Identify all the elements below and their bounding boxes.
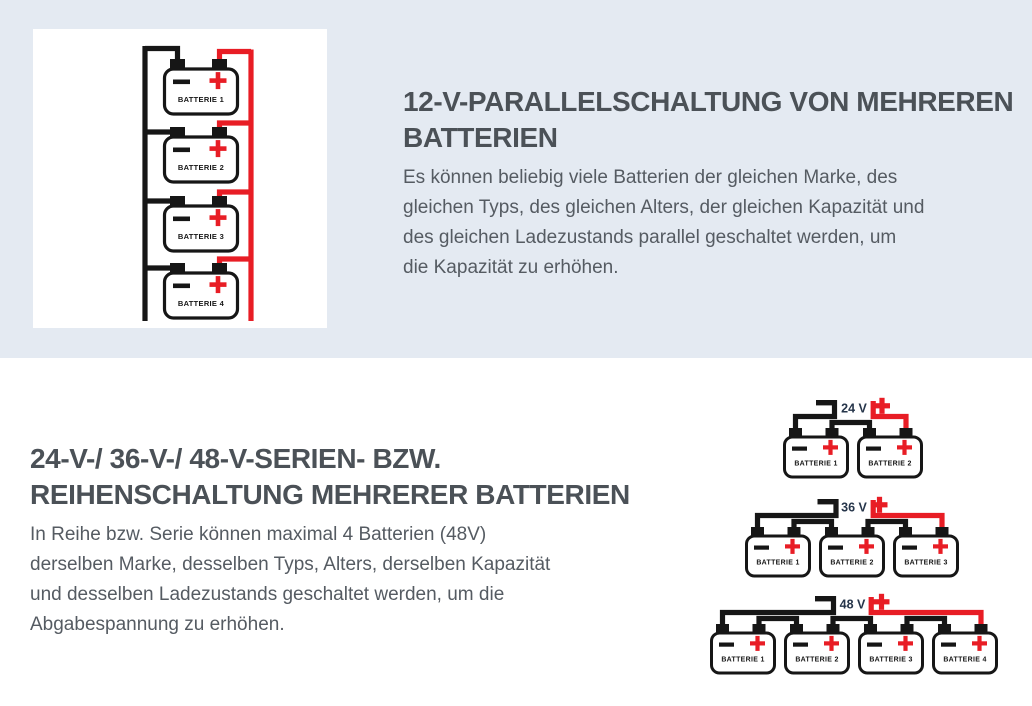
battery-label: BATTERIE 1 [178, 95, 224, 104]
battery [745, 525, 811, 578]
voltage-label: 48 V [840, 598, 866, 612]
battery-label: BATTERIE 2 [830, 560, 873, 567]
minus-icon [817, 499, 834, 505]
battery [819, 525, 885, 578]
series-body-line: und desselben Ladezustands geschaltet we… [30, 584, 505, 605]
series-text-block: 24-V-/ 36-V-/ 48-V-SERIEN- BZW. REIHENSC… [30, 441, 630, 640]
battery [162, 57, 240, 116]
battery [162, 261, 240, 320]
battery-label: BATTERIE 3 [904, 560, 947, 567]
minus-icon [816, 400, 832, 406]
plus-icon [879, 397, 885, 414]
series-48v-diagram: 48 V BATTERIE 1 BATTERIE 2 BATTERIE 3 BA… [710, 593, 998, 675]
battery [858, 622, 924, 675]
battery-label: BATTERIE 2 [795, 657, 838, 664]
series-36v-diagram: 36 V BATTERIE 1 BATTERIE 2 BATTERIE 3 [745, 496, 959, 578]
voltage-label: 24 V [841, 402, 867, 416]
parallel-text-block: 12-V-PARALLELSCHALTUNG VON MEHREREN BATT… [403, 84, 1014, 283]
positive-output-wire [870, 401, 909, 435]
parallel-body-line: Es können beliebig viele Batterien der g… [403, 167, 898, 188]
negative-output-wire [792, 400, 838, 435]
battery-label: BATTERIE 1 [794, 461, 837, 468]
plus-icon [878, 593, 885, 610]
positive-tap-wire [216, 48, 251, 62]
battery [893, 525, 959, 578]
battery [857, 426, 923, 479]
battery [784, 622, 850, 675]
series-body-line: Abgabespannung zu erhöhen. [30, 614, 285, 635]
battery-label: BATTERIE 2 [868, 461, 911, 468]
positive-output-wire [870, 500, 945, 534]
series-24v-diagram: 24 V BATTERIE 1 BATTERIE 2 [783, 397, 923, 479]
battery [162, 125, 240, 184]
battery [710, 622, 776, 675]
parallel-heading-line: BATTERIEN [403, 122, 558, 153]
plus-icon [876, 496, 883, 513]
negative-output-wire [719, 596, 837, 631]
battery-label: BATTERIE 1 [721, 657, 764, 664]
battery-label: BATTERIE 3 [178, 232, 224, 241]
battery-label: BATTERIE 4 [178, 299, 225, 308]
parallel-diagram-card: BATTERIE 1 BATTERIE 2 BATTERIE 3 BATTERI… [33, 29, 327, 328]
parallel-wiring-diagram: BATTERIE 1 BATTERIE 2 BATTERIE 3 BATTERI… [142, 45, 254, 321]
parallel-heading-line: 12-V-PARALLELSCHALTUNG VON MEHREREN [403, 86, 1014, 117]
series-body-line: In Reihe bzw. Serie können maximal 4 Bat… [30, 524, 487, 545]
negative-output-wire [754, 499, 839, 534]
voltage-label: 36 V [841, 501, 867, 515]
parallel-body-line: die Kapazität zu erhöhen. [403, 257, 619, 278]
battery-label: BATTERIE 4 [943, 657, 986, 664]
series-heading-line: REIHENSCHALTUNG MEHRERER BATTERIEN [30, 479, 630, 510]
battery-label: BATTERIE 3 [869, 657, 912, 664]
battery [783, 426, 849, 479]
series-body-line: derselben Marke, desselben Typs, Alters,… [30, 554, 551, 575]
series-heading-line: 24-V-/ 36-V-/ 48-V-SERIEN- BZW. [30, 443, 441, 474]
battery [932, 622, 998, 675]
minus-icon [815, 596, 831, 602]
positive-output-wire [868, 597, 984, 631]
battery-label: BATTERIE 2 [178, 163, 224, 172]
battery [162, 194, 240, 253]
parallel-body-line: gleichen Typs, des gleichen Alters, der … [403, 197, 925, 218]
parallel-body-line: des gleichen Ladezustands parallel gesch… [403, 227, 897, 248]
negative-tap-wire [145, 45, 181, 61]
parallel-section: BATTERIE 1 BATTERIE 2 BATTERIE 3 BATTERI… [0, 0, 1032, 358]
battery-label: BATTERIE 1 [756, 560, 799, 567]
